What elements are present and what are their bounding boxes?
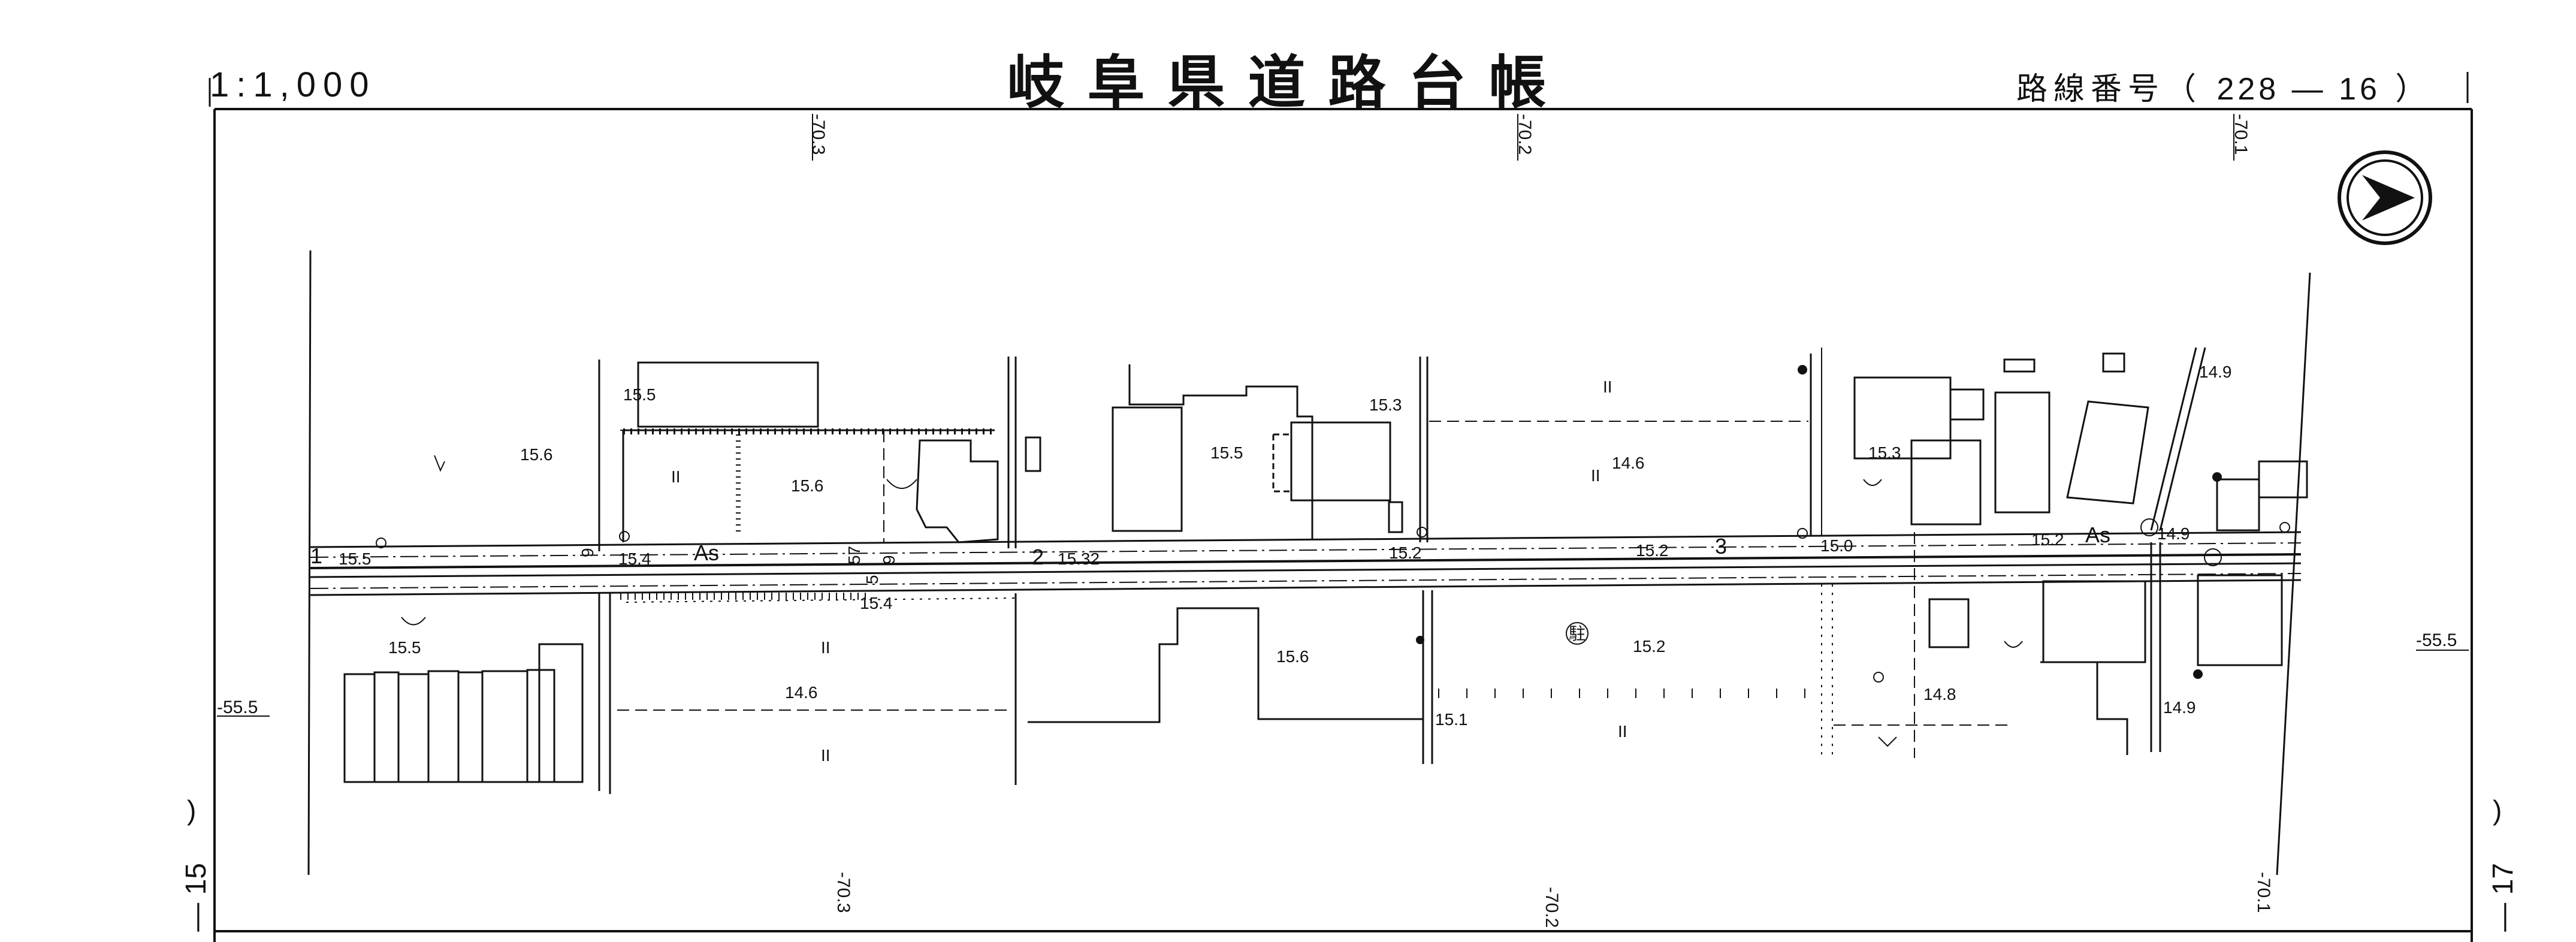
station-2: 2 xyxy=(1032,545,1044,569)
field-mark-4: II xyxy=(821,746,831,765)
grid-right: -55.5 xyxy=(2416,630,2457,650)
dim-a: 9 xyxy=(578,548,597,557)
elevation-18: 15.5 xyxy=(388,638,421,657)
elevation-23: 14.8 xyxy=(1923,685,1956,704)
pavement-as-1: As xyxy=(694,541,719,565)
field-mark-3: II xyxy=(821,638,831,657)
elevation-15: 15.0 xyxy=(1820,536,1853,555)
elevation-21: 15.2 xyxy=(1633,637,1666,656)
elevation-13: 15.2 xyxy=(1389,544,1422,562)
map-title: 岐阜県道路台帳 xyxy=(1007,49,1569,116)
elevation-14: 15.2 xyxy=(1636,541,1669,560)
dim-c: 9 xyxy=(880,555,898,564)
elevation-10: 15.4 xyxy=(618,550,651,568)
map-scale: 1:1,000 xyxy=(210,65,376,104)
route-number-value: 228 — 16 xyxy=(2216,72,2381,107)
field-mark-2: II xyxy=(1591,466,1600,485)
elevation-16: 15.2 xyxy=(2031,530,2064,549)
elevation-2: 15.5 xyxy=(623,385,656,404)
elevation-1: 15.6 xyxy=(520,445,553,464)
utility-poles xyxy=(1416,365,2222,679)
elevation-5: 15.3 xyxy=(1369,395,1402,414)
field-mark-5: II xyxy=(1618,722,1627,741)
grid-bottom-1: -70.3 xyxy=(833,872,853,913)
cross-streets xyxy=(598,347,2206,794)
grid-bottom-2: -70.2 xyxy=(1542,887,1562,928)
elevation-19: 14.6 xyxy=(785,683,818,702)
survey-boundary xyxy=(307,250,2311,875)
route-number: 路線番号（ 228 — 16 ） xyxy=(2016,64,2432,108)
elevation-4: 15.5 xyxy=(1210,443,1243,462)
prev-sheet-paren: ) xyxy=(187,795,197,826)
parking-mark: 駐 xyxy=(1566,622,1589,645)
pavement-as-2: As xyxy=(2085,523,2110,547)
north-arrow-icon xyxy=(2338,150,2432,245)
dim-b: 57 xyxy=(845,546,863,564)
parking-label: 駐 xyxy=(1569,624,1586,643)
route-label: 路線番号（ xyxy=(2016,72,2203,107)
elevation-9: 15.5 xyxy=(339,550,372,568)
grid-left: -55.5 xyxy=(217,698,258,717)
field-mark-6: II xyxy=(671,467,681,486)
elevation-7: 15.3 xyxy=(1868,443,1901,462)
main-road xyxy=(310,531,2302,603)
map-frame xyxy=(209,72,2473,942)
elevation-11: 15.4 xyxy=(860,594,893,612)
buildings-north xyxy=(622,352,2308,544)
elevation-6: 14.6 xyxy=(1612,454,1645,472)
slope-hatching xyxy=(620,428,1813,698)
station-1: 1 xyxy=(310,544,322,568)
dimension-marks: 9 57 9 5 xyxy=(578,546,898,584)
station-3: 3 xyxy=(1715,534,1727,558)
buildings-south xyxy=(343,574,2283,783)
elevation-labels: 15.6 15.5 15.6 15.5 15.3 14.6 15.3 14.9 … xyxy=(339,363,2232,729)
elevation-8: 14.9 xyxy=(2199,363,2232,381)
pavement-labels: As As xyxy=(694,523,2110,565)
grid-bottom-3: -70.1 xyxy=(2254,872,2273,913)
dim-d: 5 xyxy=(863,575,881,584)
next-sheet-paren: ) xyxy=(2493,795,2502,826)
field-mark-1: II xyxy=(1603,378,1612,396)
elevation-17: 14.9 xyxy=(2157,524,2190,543)
map-symbols xyxy=(376,455,2290,747)
elevation-3: 15.6 xyxy=(791,476,824,495)
parcel-boundaries xyxy=(617,421,2013,758)
elevation-20: 15.6 xyxy=(1276,647,1309,666)
station-numbers: 1 2 3 xyxy=(310,534,1727,569)
route-close: ） xyxy=(2395,72,2433,107)
elevation-24: 14.9 xyxy=(2163,698,2196,717)
grid-labels: -70.3 -70.2 -70.1 -70.3 -70.2 -70.1 -55.… xyxy=(217,114,2469,928)
field-marks: II II II II II II xyxy=(671,378,1627,765)
grid-top-1: -70.3 xyxy=(808,114,828,155)
elevation-12: 15.32 xyxy=(1058,550,1100,568)
elevation-22: 15.1 xyxy=(1435,710,1468,729)
